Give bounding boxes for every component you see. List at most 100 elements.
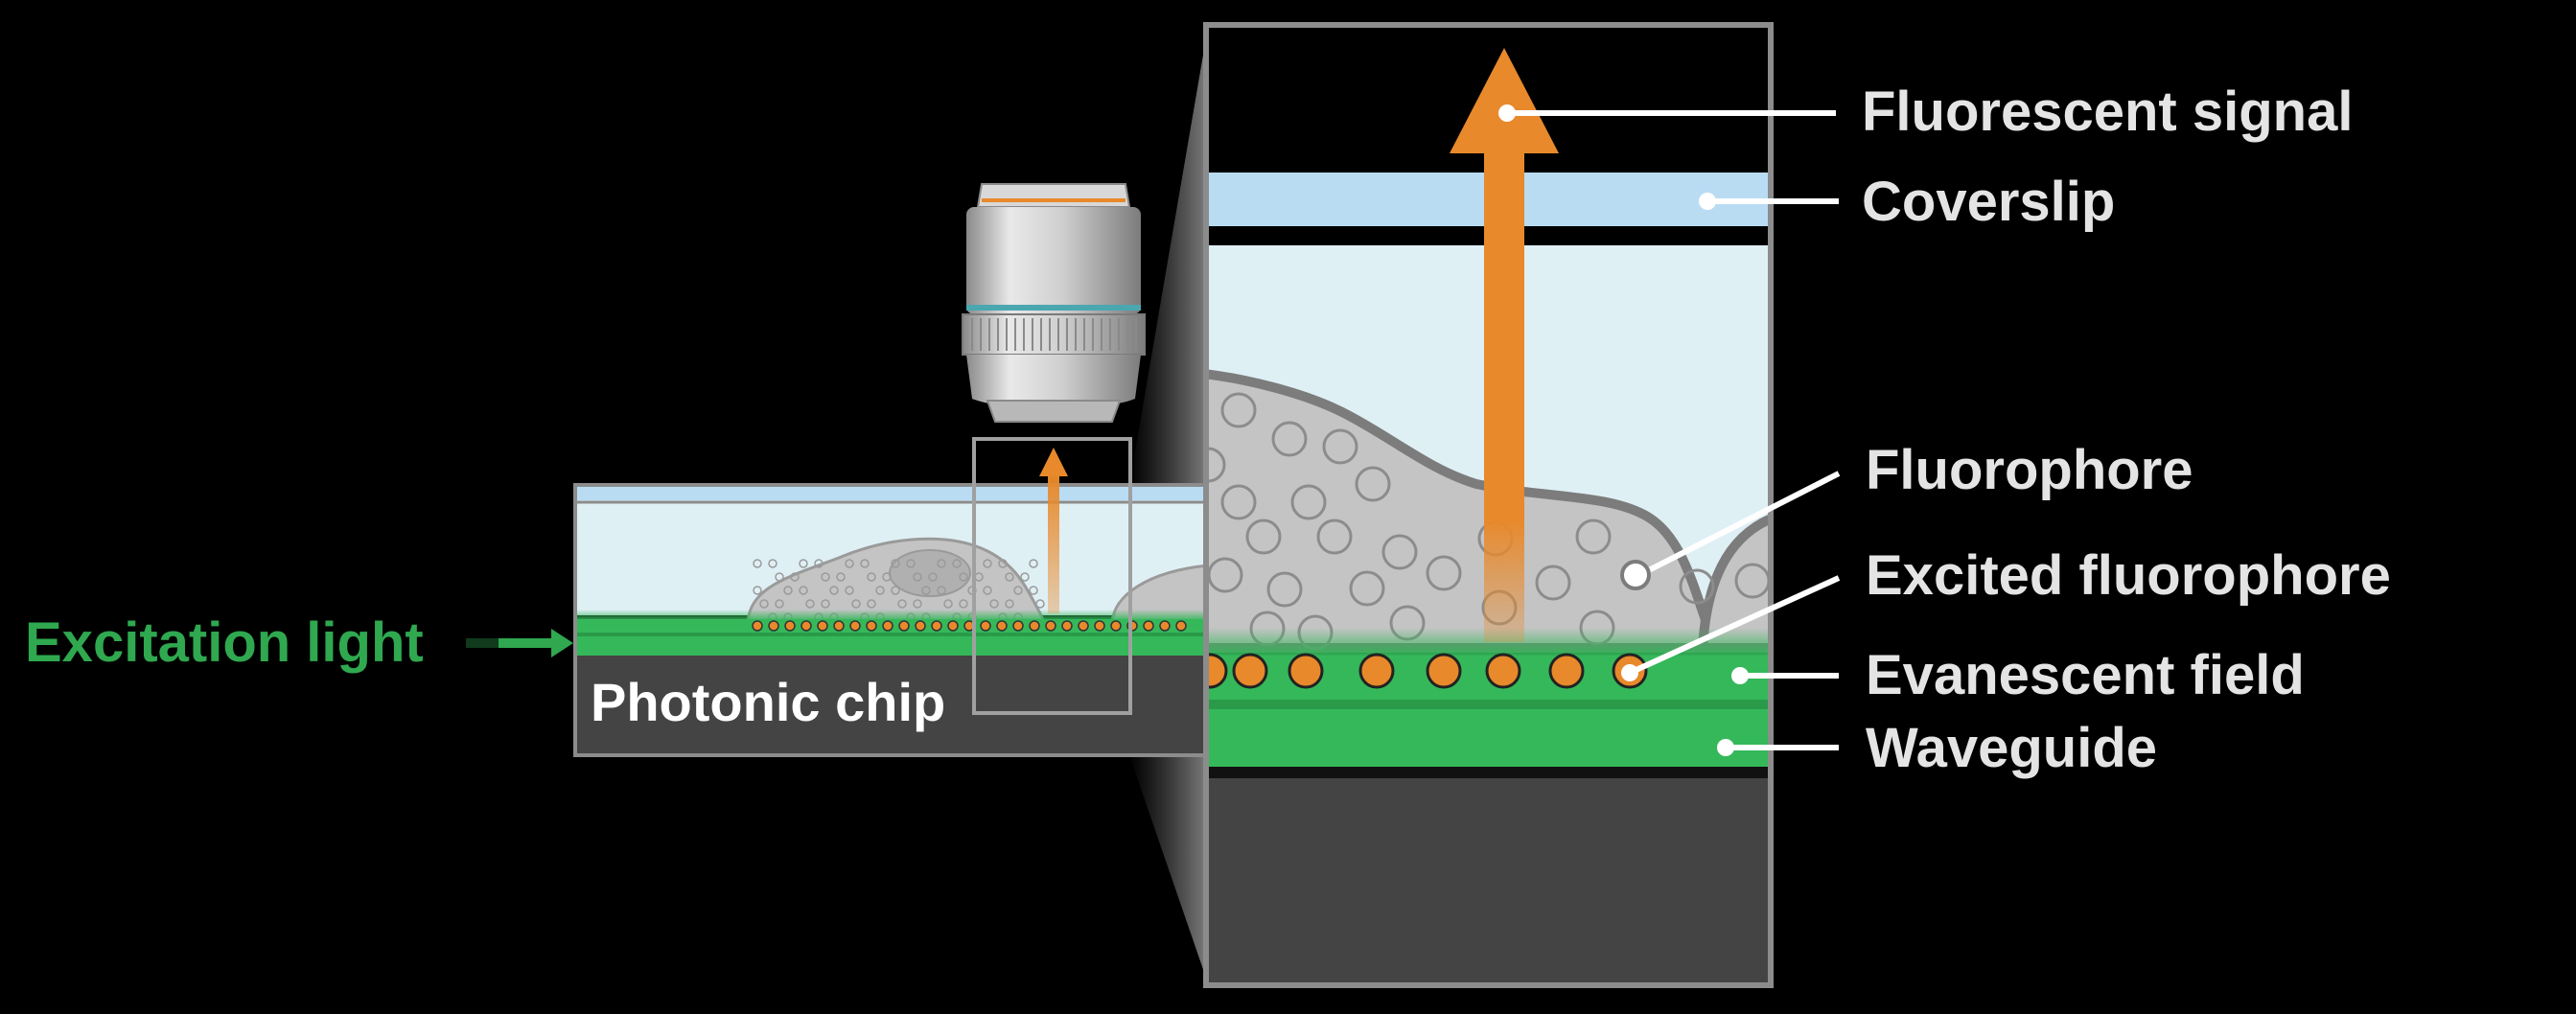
excitation-arrow [466, 629, 573, 657]
small-chip-substrate [575, 656, 1208, 755]
small-cell-dot [799, 586, 808, 595]
cell-fluorophore [1290, 484, 1327, 520]
fluorescent-signal-arrowhead [1450, 48, 1559, 153]
small-cell-dot [867, 599, 876, 609]
small-fluorophore [980, 620, 991, 632]
small-cell-dot [805, 599, 815, 609]
small-fluorophore [784, 620, 796, 632]
small-cell-dot [875, 586, 885, 595]
small-fluorophore [947, 620, 959, 632]
small-cell-dot [937, 559, 946, 568]
small-cell-dot [845, 586, 854, 595]
small-cell-dot [983, 586, 992, 595]
small-cell-dot [1029, 559, 1038, 568]
photonic-chip-label: Photonic chip [591, 672, 945, 732]
cell-fluorophore [1381, 534, 1418, 570]
small-cell-dot [937, 586, 946, 595]
fluorescent-signal-label: Fluorescent signal [1862, 81, 2353, 143]
small-cell-dot [1005, 572, 1014, 582]
cell-fluorophore [1245, 519, 1282, 555]
small-cell-dot [1029, 586, 1038, 595]
fluorophore-label: Fluorophore [1866, 439, 2193, 501]
small-signal-arrow [1039, 448, 1068, 613]
cell-fluorophore [1316, 519, 1353, 555]
small-fluorophore [882, 620, 893, 632]
small-cell-dot [921, 586, 931, 595]
small-cell-dot [959, 599, 968, 609]
cell-fluorophore [1208, 447, 1226, 483]
small-fluorophore [1012, 620, 1024, 632]
small-fluorophore [1175, 620, 1187, 632]
small-cell-dot [759, 599, 769, 609]
excited-fluorophore [1485, 653, 1521, 689]
small-fluorophore [931, 620, 942, 632]
small-fluorophore [866, 620, 877, 632]
small-fluorophore [1110, 620, 1122, 632]
small-cell-dot [989, 599, 999, 609]
small-cell-dot [814, 559, 824, 568]
small-cell-dot [851, 599, 861, 609]
small-fluorophore [1143, 620, 1154, 632]
small-cell-dot [943, 599, 953, 609]
small-cell-dot [829, 586, 839, 595]
small-cell-dot [768, 559, 777, 568]
small-fluorophore [801, 620, 812, 632]
small-cell-dot [891, 586, 900, 595]
small-cell-dot [799, 559, 808, 568]
small-cell-dot [783, 586, 793, 595]
small-cell-dot [775, 572, 784, 582]
small-cell-dot [1035, 599, 1045, 609]
small-cell-dot [998, 559, 1008, 568]
fluorophore-pointer-dot [1620, 560, 1651, 590]
excited-fluorophore [1288, 653, 1324, 689]
small-cell-dot [753, 559, 762, 568]
evanescent-field-label: Evanescent field [1866, 644, 2305, 706]
small-cell-dot [867, 572, 876, 582]
small-cell-dot [821, 599, 830, 609]
small-cell-dot [845, 559, 854, 568]
cell-fluorophore [1575, 519, 1612, 555]
large-cell [1208, 369, 1724, 653]
small-cell-dot [836, 572, 846, 582]
small-cell-dot [897, 599, 907, 609]
cell-fluorophore [1220, 484, 1257, 520]
cell-fluorophore [1271, 421, 1308, 457]
cell-fluorophore [1355, 466, 1391, 502]
cell-fluorophore [1322, 428, 1358, 465]
small-cell-dot [882, 572, 892, 582]
small-cell-dot [1013, 586, 1023, 595]
cell-fluorophore [1679, 568, 1715, 605]
excited-fluorophore [1426, 653, 1462, 689]
small-cell-dot [913, 572, 922, 582]
small-cell-dot [952, 559, 962, 568]
objective-lens [962, 183, 1146, 423]
cell-fluorophore [1349, 570, 1385, 607]
small-cell-dot [891, 559, 900, 568]
small-fluorophore [833, 620, 845, 632]
small-cell-dot [913, 599, 922, 609]
coverslip-label: Coverslip [1862, 171, 2115, 233]
small-cell-dot [753, 586, 762, 595]
small-cell-dot [775, 599, 784, 609]
small-fluorophore [1078, 620, 1089, 632]
small-cell-nucleus [889, 549, 971, 597]
cell-fluorophore [1426, 555, 1462, 591]
small-fluorophore [1029, 620, 1040, 632]
small-fluorophore [752, 620, 763, 632]
small-cell-dot [821, 572, 830, 582]
zoomed-panel [1208, 27, 1769, 983]
waveguide-label: Waveguide [1866, 717, 2157, 779]
small-fluorophore [1061, 620, 1073, 632]
small-fluorophore [817, 620, 828, 632]
small-cell-dot [860, 559, 870, 568]
cell-fluorophore [1266, 571, 1303, 608]
excited-fluorophore [1358, 653, 1395, 689]
substrate-layer [1208, 778, 1769, 983]
small-cell-dot [928, 572, 938, 582]
leader-lines [1498, 104, 1841, 756]
excited-fluorophore [1208, 653, 1228, 689]
small-cell-dot [1005, 599, 1014, 609]
small-fluorophore [996, 620, 1008, 632]
small-fluorophore [1094, 620, 1105, 632]
excited-fluorophore-label: Excited fluorophore [1866, 544, 2391, 607]
